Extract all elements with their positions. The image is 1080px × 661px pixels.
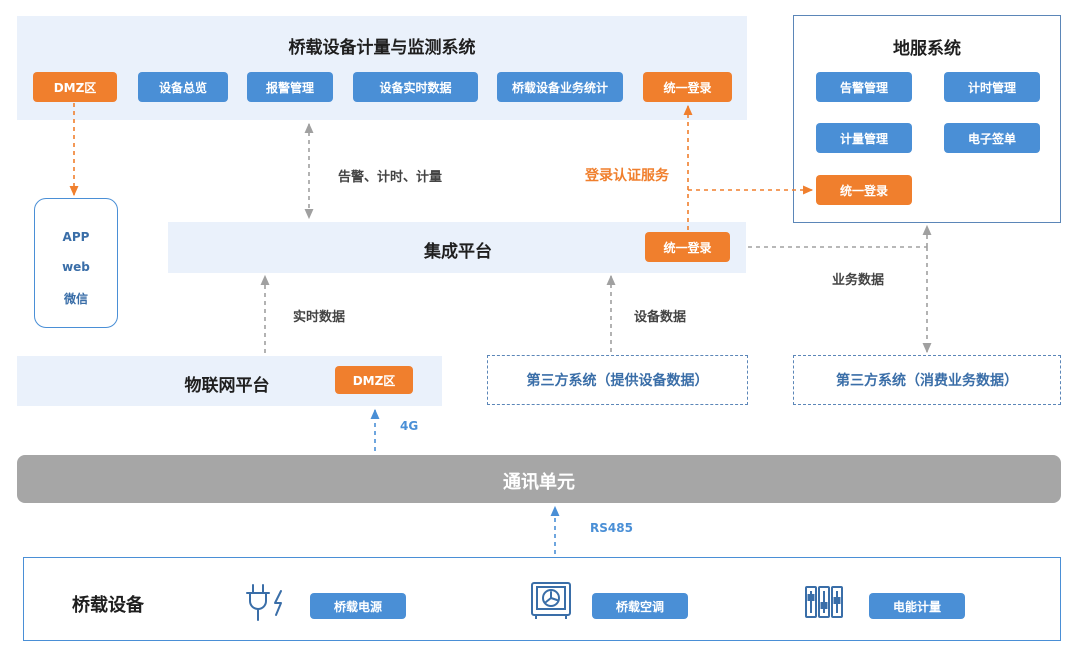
bridge-devices-title: 桥载设备 (72, 595, 144, 616)
client-web[interactable]: web (62, 260, 90, 274)
monitoring-system-panel: 桥载设备计量与监测系统 (17, 16, 747, 120)
iot-platform-title: 物联网平台 (184, 376, 270, 396)
third-party-consumer-box: 第三方系统（消费业务数据） (793, 355, 1061, 405)
ground-e-sign-button[interactable]: 电子签单 (944, 123, 1040, 153)
third-party-provider-box: 第三方系统（提供设备数据） (487, 355, 748, 405)
ground-metering-management-button[interactable]: 计量管理 (816, 123, 912, 153)
energy-metering-button[interactable]: 电能计量 (869, 593, 965, 619)
label-alarm-timing-metering: 告警、计时、计量 (338, 170, 443, 185)
alarm-management-button[interactable]: 报警管理 (247, 72, 333, 102)
monitoring-dmz-button[interactable]: DMZ区 (33, 72, 117, 102)
bridge-air-conditioner-button[interactable]: 桥载空调 (592, 593, 688, 619)
ground-alarm-management-button[interactable]: 告警管理 (816, 72, 912, 102)
device-realtime-data-button[interactable]: 设备实时数据 (353, 72, 478, 102)
client-box (34, 198, 118, 328)
ground-service-system-title: 地服系统 (893, 39, 961, 59)
monitoring-unified-login-button[interactable]: 统一登录 (643, 72, 732, 102)
air-conditioner-icon (531, 582, 571, 619)
bridge-power-button[interactable]: 桥载电源 (310, 593, 406, 619)
label-device-data: 设备数据 (634, 310, 687, 325)
ground-unified-login-button[interactable]: 统一登录 (816, 175, 912, 205)
integration-unified-login-button[interactable]: 统一登录 (645, 232, 730, 262)
client-app[interactable]: APP (62, 230, 90, 244)
label-4g: 4G (400, 419, 419, 433)
power-plug-icon (246, 584, 282, 621)
monitoring-system-title: 桥载设备计量与监测系统 (288, 38, 476, 58)
device-overview-button[interactable]: 设备总览 (138, 72, 228, 102)
label-auth-service: 登录认证服务 (585, 168, 669, 184)
ground-timing-management-button[interactable]: 计时管理 (944, 72, 1040, 102)
integration-platform-title: 集成平台 (424, 242, 492, 262)
label-rs485: RS485 (590, 521, 633, 535)
client-wechat[interactable]: 微信 (63, 292, 88, 306)
label-realtime-data: 实时数据 (293, 310, 346, 325)
label-business-data: 业务数据 (832, 273, 885, 288)
communication-unit-title: 通讯单元 (503, 472, 575, 493)
meter-icon (805, 586, 843, 618)
iot-dmz-button[interactable]: DMZ区 (335, 366, 413, 394)
communication-unit-bar: 通讯单元 (17, 455, 1061, 503)
bridge-business-stats-button[interactable]: 桥载设备业务统计 (497, 72, 623, 102)
